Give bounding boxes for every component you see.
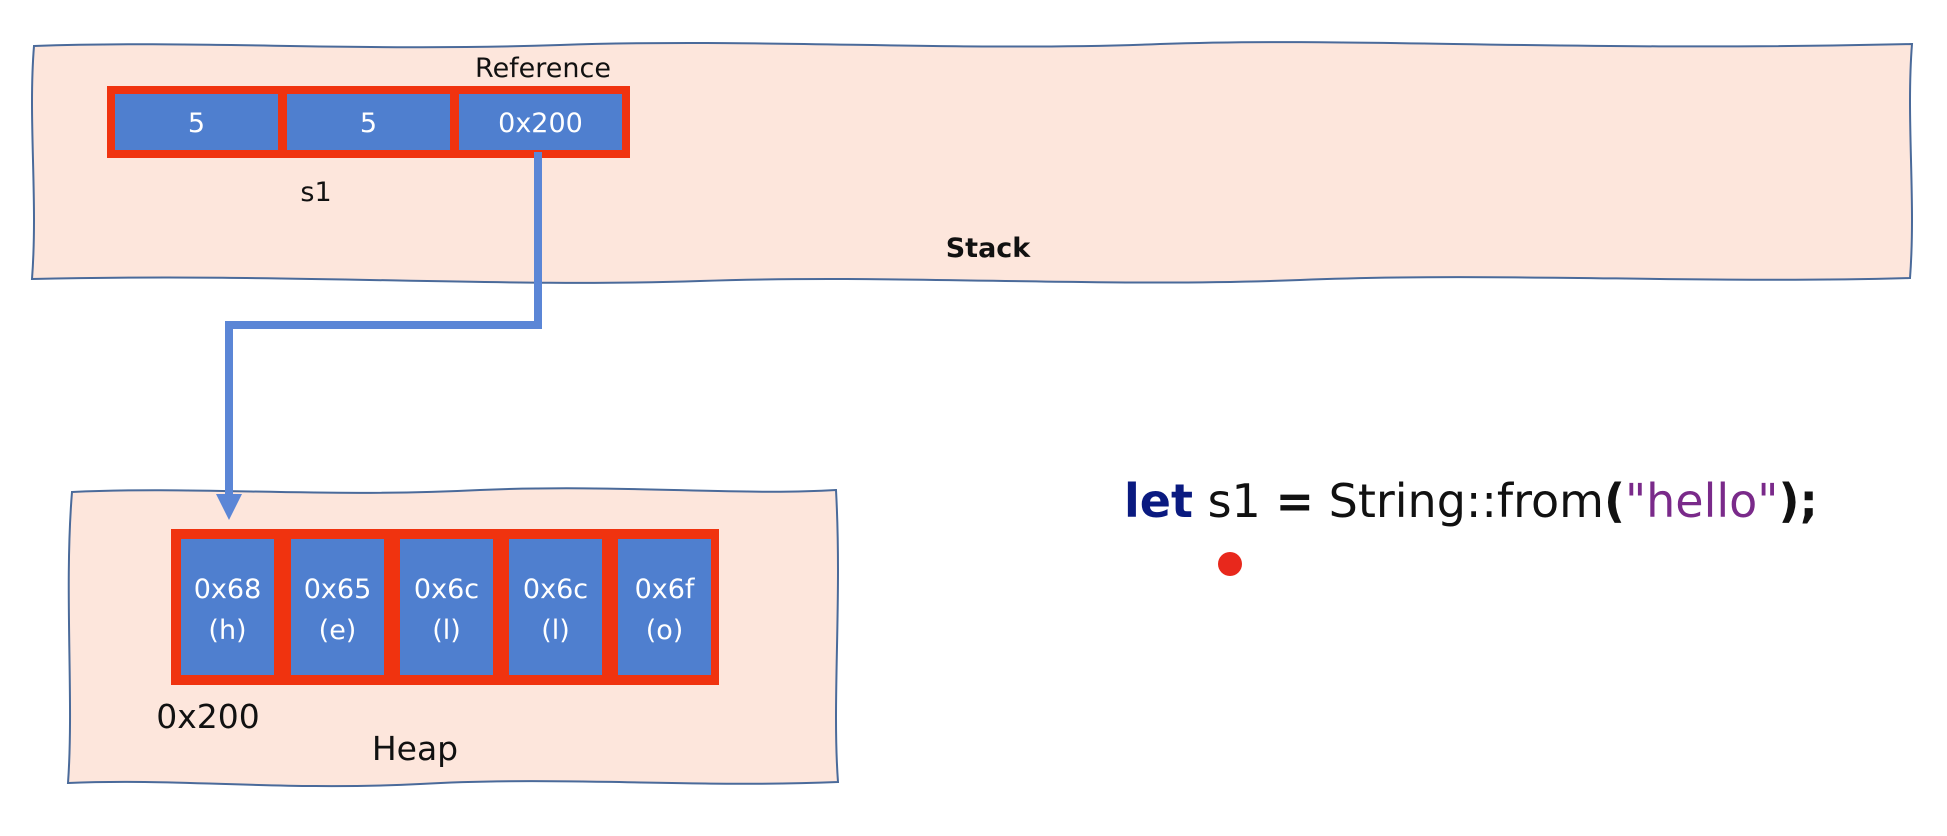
code-equals: = (1275, 474, 1314, 528)
reference-label: Reference (475, 53, 611, 84)
code-type-call: String::from (1314, 474, 1604, 528)
code-identifier: s1 (1193, 474, 1275, 528)
presenter-cursor-dot (1218, 552, 1242, 576)
stack-cell-value: 5 (188, 108, 205, 139)
stack-cell (287, 94, 450, 150)
code-keyword: let (1124, 474, 1193, 528)
heap-cell-char: (h) (208, 615, 246, 646)
heap-cell-hex: 0x6c (414, 574, 479, 605)
pointer-arrow (225, 152, 542, 500)
variable-name-label: s1 (300, 177, 331, 208)
heap-cell (400, 539, 493, 675)
pointer-arrowhead (216, 494, 242, 520)
heap-cell-char: (e) (319, 615, 357, 646)
heap-cell-hex: 0x6f (635, 574, 696, 605)
heap-cell (618, 539, 711, 675)
heap-cell-char: (l) (432, 615, 461, 646)
heap-cell (509, 539, 602, 675)
code-line: let s1 = String::from("hello"); (1124, 474, 1818, 528)
heap-cell (181, 539, 274, 675)
stack-cell (115, 94, 278, 150)
heap-address-label: 0x200 (156, 697, 260, 736)
code-close: ); (1778, 474, 1817, 528)
stack-cell-value: 5 (360, 108, 377, 139)
heap-cell-hex: 0x6c (523, 574, 588, 605)
stack-cell-value: 0x200 (498, 108, 583, 139)
heap-cell (291, 539, 384, 675)
code-string-literal: "hello" (1625, 474, 1778, 528)
heap-title: Heap (372, 729, 458, 768)
heap-cells: 0x68 (h) 0x65 (e) 0x6c (l) 0x6c (l) 0x6f (o) (171, 529, 719, 685)
stack-cells: 5 5 0x200 (107, 86, 630, 158)
heap-cell-hex: 0x68 (194, 574, 262, 605)
heap-cell-hex: 0x65 (304, 574, 372, 605)
stack-title: Stack (946, 233, 1032, 264)
heap-cell-char: (o) (646, 615, 684, 646)
heap-cell-char: (l) (541, 615, 570, 646)
code-open-paren: ( (1604, 474, 1625, 528)
stack-cell (459, 94, 622, 150)
